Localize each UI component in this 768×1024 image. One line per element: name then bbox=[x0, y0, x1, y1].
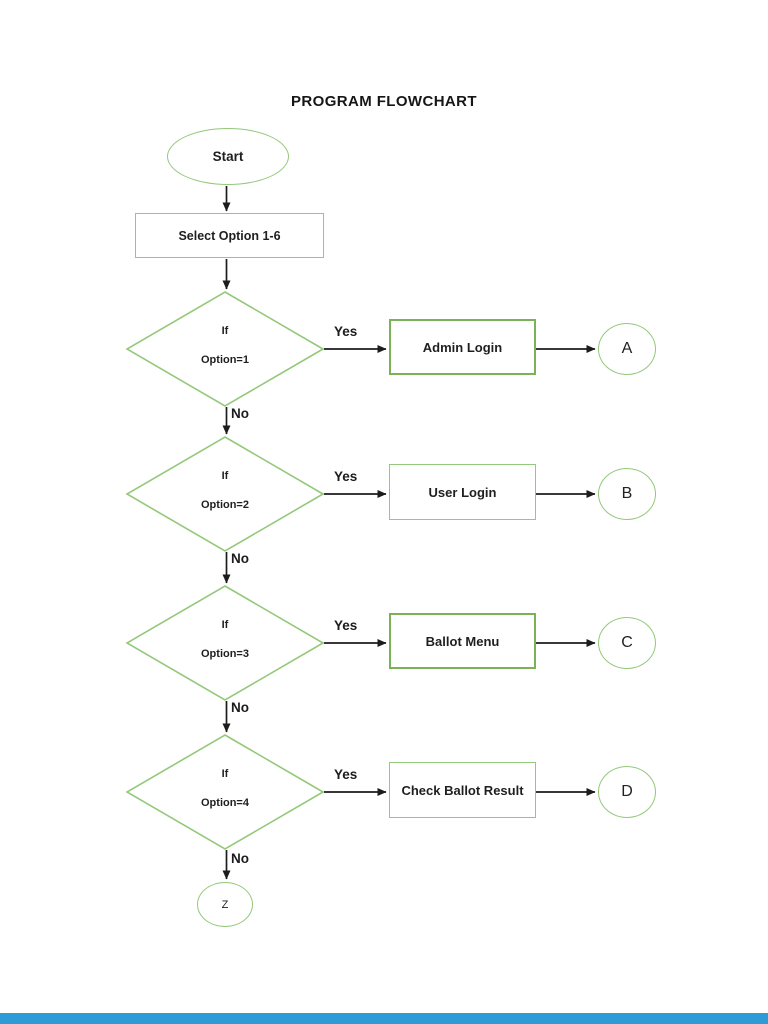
decision1-line2: Option=1 bbox=[201, 354, 249, 366]
no-label-2: No bbox=[231, 551, 249, 566]
connector-d: D bbox=[598, 766, 656, 818]
connector-c-label: C bbox=[621, 634, 633, 651]
select-option-node: Select Option 1-6 bbox=[135, 213, 324, 258]
footer-bar bbox=[0, 1013, 768, 1024]
diamond-shape bbox=[126, 436, 324, 552]
start-node: Start bbox=[167, 128, 289, 185]
decision-option1: If Option=1 bbox=[126, 291, 324, 407]
action-user-login: User Login bbox=[389, 464, 536, 520]
page-title: PROGRAM FLOWCHART bbox=[291, 93, 477, 110]
action-ballot-menu-label: Ballot Menu bbox=[425, 633, 500, 649]
decision-option4: If Option=4 bbox=[126, 734, 324, 850]
end-node-z-label: Z bbox=[221, 898, 229, 911]
connector-c: C bbox=[598, 617, 656, 669]
connector-b: B bbox=[598, 468, 656, 520]
action-user-login-label: User Login bbox=[428, 484, 497, 500]
decision-option3: If Option=3 bbox=[126, 585, 324, 701]
diamond-shape bbox=[126, 734, 324, 850]
yes-label-2: Yes bbox=[334, 469, 358, 484]
select-option-label: Select Option 1-6 bbox=[178, 228, 281, 243]
end-node-z: Z bbox=[197, 882, 253, 927]
action-admin-login: Admin Login bbox=[389, 319, 536, 375]
start-node-label: Start bbox=[212, 149, 244, 164]
action-admin-login-label: Admin Login bbox=[422, 339, 503, 355]
yes-label-3: Yes bbox=[334, 618, 358, 633]
yes-label-1: Yes bbox=[334, 324, 358, 339]
connector-a: A bbox=[598, 323, 656, 375]
no-label-1: No bbox=[231, 406, 249, 421]
yes-label-4: Yes bbox=[334, 767, 358, 782]
decision3-line1: If bbox=[221, 619, 229, 631]
no-label-4: No bbox=[231, 851, 249, 866]
action-check-ballot-result: Check Ballot Result bbox=[389, 762, 536, 818]
connector-a-label: A bbox=[621, 340, 633, 357]
decision2-line1: If bbox=[221, 470, 229, 482]
decision2-line2: Option=2 bbox=[201, 499, 249, 511]
diamond-shape bbox=[126, 291, 324, 407]
no-label-3: No bbox=[231, 700, 249, 715]
action-ballot-menu: Ballot Menu bbox=[389, 613, 536, 669]
decision1-line1: If bbox=[221, 325, 229, 337]
connector-d-label: D bbox=[621, 783, 633, 800]
action-check-ballot-result-label: Check Ballot Result bbox=[401, 782, 524, 798]
decision4-line2: Option=4 bbox=[201, 797, 249, 809]
decision4-line1: If bbox=[221, 768, 229, 780]
connector-b-label: B bbox=[621, 485, 633, 502]
decision3-line2: Option=3 bbox=[201, 648, 249, 660]
decision-option2: If Option=2 bbox=[126, 436, 324, 552]
diamond-shape bbox=[126, 585, 324, 701]
